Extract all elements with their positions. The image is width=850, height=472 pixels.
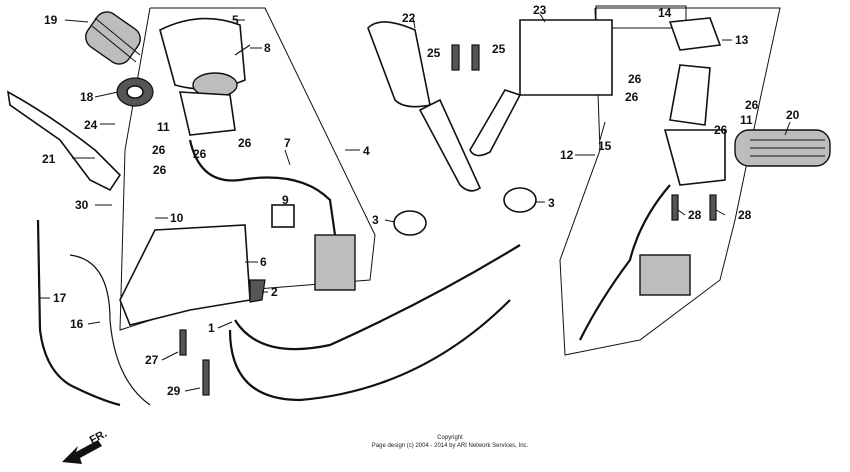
left-grip [85, 11, 141, 65]
clamp-3b [503, 187, 537, 213]
label-11a: 11 [157, 120, 170, 134]
label-23: 23 [533, 3, 547, 17]
label-26h: 26 [714, 123, 728, 137]
right-mirror [469, 19, 613, 157]
label-26b: 26 [625, 90, 639, 104]
bolt-25a [451, 44, 460, 71]
label-13: 13 [735, 33, 749, 47]
cable-16 [69, 254, 151, 406]
screw-27 [179, 329, 187, 356]
label-2: 2 [271, 285, 278, 299]
label-11b: 11 [740, 113, 753, 127]
right-grip [734, 129, 831, 167]
leader-lines [40, 13, 791, 392]
label-17: 17 [53, 291, 67, 305]
copyright-line-2: Page design (c) 2004 - 2014 by ARI Netwo… [371, 443, 529, 449]
throttle-end [116, 77, 154, 107]
label-22: 22 [402, 11, 416, 25]
left-switch-group-outline [119, 7, 376, 331]
label-7: 7 [284, 136, 291, 150]
bolt-25b [471, 44, 480, 71]
label-1: 1 [208, 321, 215, 335]
label-5: 5 [232, 13, 239, 27]
label-16: 16 [70, 317, 84, 331]
label-26f: 26 [193, 147, 207, 161]
right-harness [579, 184, 671, 341]
screw-28a [671, 194, 679, 221]
label-21: 21 [42, 152, 56, 166]
screw-29 [202, 359, 210, 396]
part-labels: 19 5 8 22 25 25 23 14 13 18 26 26 24 11 … [42, 3, 800, 398]
label-14: 14 [658, 6, 672, 20]
part-2 [249, 279, 266, 303]
clamp-3a [393, 210, 427, 236]
right-connector [639, 254, 691, 296]
front-direction-arrow: FR. [62, 428, 109, 464]
label-18: 18 [80, 90, 94, 104]
label-27: 27 [145, 353, 159, 367]
label-15: 15 [598, 139, 612, 153]
plate-9 [271, 204, 295, 228]
label-26e: 26 [238, 136, 252, 150]
copyright-line-1: Copyright [437, 435, 463, 441]
label-19: 19 [44, 13, 58, 27]
right-switch-lower [663, 129, 726, 186]
part-13 [668, 17, 722, 51]
label-30: 30 [75, 198, 89, 212]
lower-switch-housing [119, 224, 251, 326]
label-3a: 3 [372, 213, 379, 227]
part-14-box [595, 5, 687, 29]
label-24: 24 [84, 118, 98, 132]
pin-8 [234, 44, 251, 56]
label-26a: 26 [628, 72, 642, 86]
right-switch-group-outline [559, 7, 781, 356]
throttle-cable-a [234, 244, 521, 351]
label-4: 4 [363, 144, 370, 158]
copyright-notice: Copyright Page design (c) 2004 - 2014 by… [300, 434, 600, 450]
label-6: 6 [260, 255, 267, 269]
label-3b: 3 [548, 196, 555, 210]
right-switch-upper [669, 64, 711, 126]
label-8: 8 [264, 41, 271, 55]
label-10: 10 [170, 211, 184, 225]
label-25a: 25 [427, 46, 441, 60]
left-connector [314, 234, 356, 291]
clutch-cable [36, 219, 121, 407]
clutch-lever [6, 90, 122, 192]
svg-text:FR.: FR. [88, 428, 109, 447]
label-26g: 26 [153, 163, 167, 177]
throttle-cable-b [228, 299, 511, 402]
label-20: 20 [786, 108, 800, 122]
left-harness [188, 139, 342, 271]
label-12: 12 [560, 148, 574, 162]
label-25b: 25 [492, 42, 506, 56]
label-26c: 26 [745, 98, 759, 112]
lever-bracket [178, 91, 236, 136]
screw-28b [709, 194, 717, 221]
label-29: 29 [167, 384, 181, 398]
left-mirror [367, 21, 482, 192]
label-9: 9 [282, 193, 289, 207]
label-26d: 26 [152, 143, 166, 157]
left-switch-housing [159, 17, 246, 98]
label-28b: 28 [738, 208, 752, 222]
label-28a: 28 [688, 208, 702, 222]
